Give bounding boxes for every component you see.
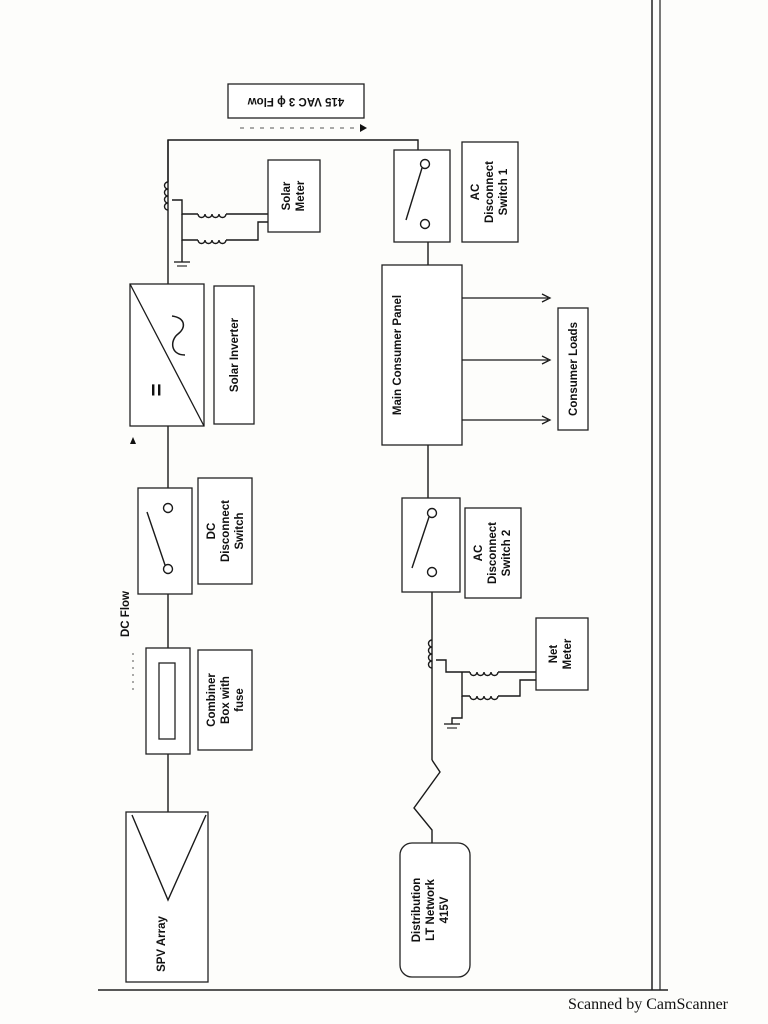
dc-flow-arrow-head (130, 437, 136, 444)
ac-switch1-label-3: Switch 1 (498, 168, 510, 215)
distribution-line-zigzag (413, 759, 441, 845)
solar-inverter: = Solar Inverter (129, 283, 255, 427)
ac-switch2-label-2: Disconnect (487, 522, 499, 584)
main-consumer-panel: Main Consumer Panel (381, 264, 552, 446)
spv-array-label: SPV Array (156, 915, 168, 971)
consumer-loads-label: Consumer Loads (568, 322, 580, 416)
spv-array: SPV Array (125, 811, 209, 983)
ac-switch1-label-2: Disconnect (484, 161, 496, 223)
dc-disconnect-label-3: Switch (234, 512, 246, 549)
net-meter-label-2: Meter (562, 638, 574, 669)
ac-disconnect-switch-2: AC Disconnect Switch 2 (401, 497, 522, 599)
dc-disconnect-label-2: Disconnect (220, 500, 232, 562)
ac-switch2-label-3: Switch 2 (501, 530, 513, 577)
solar-meter-label-1: Solar (281, 181, 293, 210)
dc-disconnect-switch: DC Disconnect Switch (137, 477, 253, 595)
combiner-box: Combiner Box with fuse (145, 647, 253, 755)
ac-switch1-label-1: AC (470, 184, 482, 201)
ac-switch2-label-1: AC (473, 545, 485, 562)
distribution-label-1: Distribution (411, 878, 423, 943)
ac-flow-indicator: 415 VAC 3 ϕ Flow (227, 83, 367, 132)
dc-disconnect-label-1: DC (206, 523, 218, 540)
distribution-lt-network: Distribution LT Network 415V (399, 842, 471, 978)
distribution-label-3: 415V (439, 896, 451, 923)
dc-flow-label: DC Flow (120, 591, 132, 637)
solar-meter-label-2: Meter (295, 180, 307, 211)
net-meter-assembly: Net Meter (427, 617, 589, 729)
inverter-ac-wave (171, 315, 186, 356)
combiner-label-3: fuse (234, 688, 246, 712)
distribution-label-2: LT Network (425, 879, 437, 941)
ac-disconnect-switch-1: AC Disconnect Switch 1 (393, 141, 519, 243)
combiner-label-2: Box with (220, 676, 232, 724)
consumer-loads: Consumer Loads (557, 307, 589, 431)
inverter-dc-symbol: = (144, 384, 169, 397)
scanner-watermark: Scanned by CamScanner (568, 996, 728, 1013)
main-consumer-panel-label: Main Consumer Panel (392, 295, 404, 415)
combiner-label-1: Combiner (206, 673, 218, 727)
ac-flow-label: 415 VAC 3 ϕ Flow (248, 95, 345, 107)
solar-inverter-label: Solar Inverter (229, 317, 241, 392)
solar-meter-assembly: Solar Meter (163, 139, 419, 267)
net-meter-label-1: Net (548, 645, 560, 664)
